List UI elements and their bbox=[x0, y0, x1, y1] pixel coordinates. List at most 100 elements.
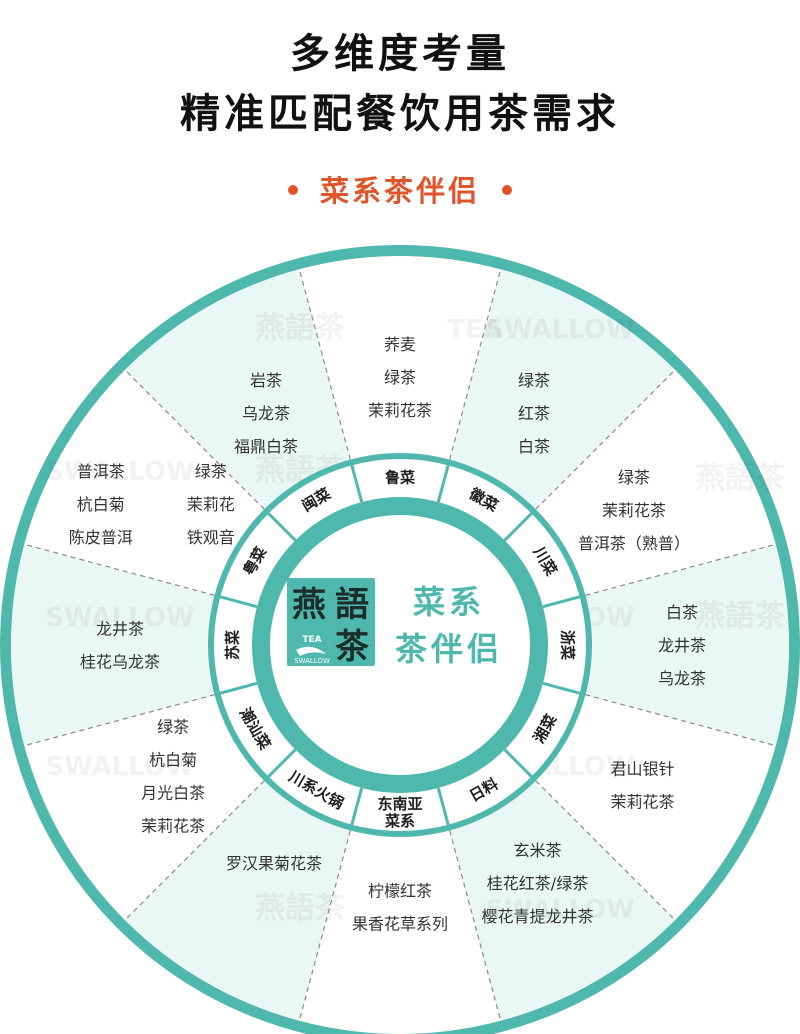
sector-divider bbox=[449, 269, 502, 460]
tea-item: 果香花草系列 bbox=[352, 915, 448, 934]
ring-separator bbox=[436, 787, 450, 826]
logo-small-text: TEA bbox=[302, 635, 321, 645]
tea-item: 岩茶 bbox=[250, 371, 282, 390]
sector-divider bbox=[449, 830, 502, 1021]
sector-divider bbox=[585, 543, 776, 596]
tea-item: 杭白菊 bbox=[77, 495, 125, 514]
main-title-line2: 精准匹配餐饮用茶需求 bbox=[180, 91, 620, 137]
tea-item: 玄米茶 bbox=[513, 841, 561, 860]
watermark: 燕語茶 bbox=[695, 599, 786, 634]
tea-item: 白茶 bbox=[666, 603, 698, 622]
tea-item: 龙井茶 bbox=[658, 636, 706, 655]
ring-separator bbox=[267, 512, 297, 542]
tea-item: 铁观音 bbox=[187, 528, 235, 547]
sector-tint bbox=[449, 780, 676, 1021]
tea-item: 茉莉花茶 bbox=[141, 817, 205, 836]
sector-divider bbox=[585, 694, 776, 747]
tea-item: 杭白菊 bbox=[149, 751, 197, 770]
tea-item: 君山银针 bbox=[610, 760, 674, 779]
sector-tint bbox=[585, 544, 789, 746]
ring-separator bbox=[350, 464, 364, 503]
ring-separator bbox=[503, 512, 533, 542]
main-title-line1: 多维度考量 bbox=[290, 31, 510, 77]
center-logo: 燕語茶 TEA SWALLOW bbox=[287, 578, 375, 667]
title-block: 多维度考量 精准匹配餐饮用茶需求 bbox=[0, 24, 800, 144]
tea-item: 福鼎白茶 bbox=[234, 437, 298, 456]
cuisine-name: 苏菜 bbox=[224, 630, 242, 660]
tea-item: 茉莉花茶 bbox=[610, 793, 674, 812]
ring-separator bbox=[219, 681, 258, 695]
ring-separator bbox=[350, 787, 364, 826]
tea-item: 茉莉花 bbox=[187, 495, 235, 514]
cuisine-name: 浙菜 bbox=[559, 630, 577, 660]
cuisine-label: 苏菜 bbox=[224, 630, 242, 660]
tea-item: 绿茶 bbox=[518, 371, 550, 390]
sector-divider bbox=[535, 369, 676, 510]
watermark: SWALLOW bbox=[45, 752, 194, 782]
sector-tint bbox=[10, 544, 215, 746]
logo-char: 茶 bbox=[335, 627, 370, 667]
sector-divider bbox=[298, 830, 351, 1021]
sector-divider bbox=[298, 269, 351, 460]
tea-item: 龙井茶 bbox=[96, 620, 144, 639]
watermark: 燕語茶 bbox=[695, 461, 786, 496]
ring-separator bbox=[436, 464, 450, 503]
sector-divider bbox=[124, 780, 265, 921]
ring-separator bbox=[219, 595, 258, 609]
tea-item: 桂花乌龙茶 bbox=[80, 653, 160, 672]
cuisine-label: 鲁菜 bbox=[385, 469, 415, 487]
sector-divider bbox=[24, 543, 215, 596]
watermark: 燕語茶 bbox=[255, 891, 346, 926]
ring-separator bbox=[542, 595, 581, 609]
tea-item: 茉莉花茶 bbox=[368, 401, 432, 420]
tea-item: 绿茶 bbox=[195, 462, 227, 481]
watermark: SWALLOW bbox=[45, 457, 194, 487]
cuisine-name: 菜系 bbox=[384, 812, 415, 830]
tea-item: 乌龙茶 bbox=[658, 669, 706, 688]
tea-item: 普洱茶 bbox=[77, 462, 125, 481]
center-label: 菜系 bbox=[413, 583, 485, 621]
sector-tint bbox=[124, 269, 351, 510]
subtitle-text: 菜系茶伴侣 bbox=[319, 174, 480, 208]
tea-item: 普洱茶（熟普） bbox=[578, 534, 690, 553]
tea-item: 绿茶 bbox=[157, 718, 189, 737]
cuisine-label: 浙菜 bbox=[559, 630, 577, 660]
watermark: SWALLOW bbox=[45, 603, 194, 633]
tea-item: 陈皮普洱 bbox=[69, 528, 133, 547]
logo-small-text: SWALLOW bbox=[294, 657, 330, 665]
watermark: 燕語茶 bbox=[255, 311, 346, 346]
tea-item: 樱花青提龙井茶 bbox=[481, 907, 593, 926]
tea-item: 绿茶 bbox=[618, 468, 650, 487]
tea-item: 茉莉花茶 bbox=[602, 501, 666, 520]
cuisine-name: 东南亚 bbox=[377, 795, 422, 813]
tea-item: 乌龙茶 bbox=[242, 404, 290, 423]
ring-separator bbox=[542, 681, 581, 695]
cuisine-name: 鲁菜 bbox=[385, 469, 415, 487]
ring-separator bbox=[503, 748, 533, 778]
center-label: 茶伴侣 bbox=[395, 630, 503, 668]
logo-char: 語 bbox=[335, 585, 369, 625]
tea-item: 绿茶 bbox=[384, 368, 416, 387]
watermark: SWALLOW bbox=[485, 895, 634, 925]
logo-char: 燕 bbox=[292, 585, 326, 625]
sector-divider bbox=[124, 369, 265, 510]
tea-item: 月光白茶 bbox=[141, 784, 205, 803]
sector-tint bbox=[449, 269, 676, 510]
watermark: SWALLOW bbox=[485, 315, 634, 345]
tea-item: 荞麦 bbox=[384, 335, 416, 354]
tea-item: 红茶 bbox=[518, 404, 550, 423]
sector-tint bbox=[124, 780, 351, 1021]
subtitle-dot-left bbox=[287, 185, 298, 195]
watermark: TEA bbox=[447, 315, 503, 345]
logo-box bbox=[287, 578, 375, 666]
ring-separator bbox=[267, 748, 297, 778]
sector-divider bbox=[24, 694, 215, 747]
swallow-icon bbox=[296, 646, 326, 656]
subtitle: 菜系茶伴侣 bbox=[0, 168, 800, 210]
tea-item: 罗汉果菊花茶 bbox=[226, 854, 322, 873]
tea-item: 白茶 bbox=[518, 437, 550, 456]
subtitle-dot-right bbox=[502, 185, 512, 195]
tea-item: 桂花红茶/绿茶 bbox=[487, 874, 588, 893]
